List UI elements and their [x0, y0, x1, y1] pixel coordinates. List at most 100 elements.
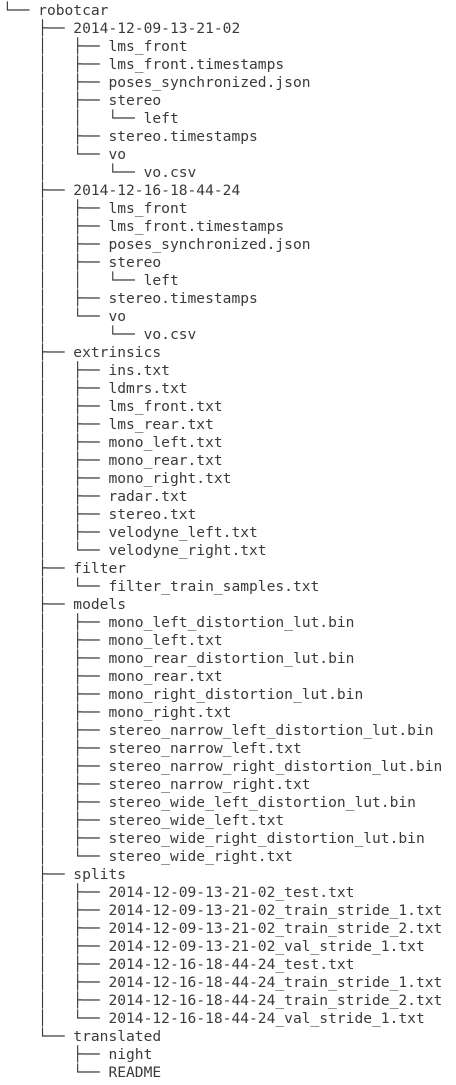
- tree-node-name: stereo_narrow_right.txt: [108, 776, 311, 793]
- tree-connector: │ ├──: [3, 506, 109, 523]
- tree-line: │ └── vo.csv: [3, 164, 456, 182]
- tree-lines: └── robotcar ├── 2014-12-09-13-21-02 │ ├…: [3, 2, 456, 1082]
- tree-node-name: left: [143, 272, 179, 289]
- tree-connector: │ ├──: [3, 650, 109, 667]
- tree-line: │ ├── stereo_narrow_right.txt: [3, 776, 456, 794]
- tree-line: │ ├── 2014-12-16-18-44-24_train_stride_2…: [3, 992, 456, 1010]
- tree-connector: │ ├──: [3, 362, 109, 379]
- tree-line: │ ├── 2014-12-09-13-21-02_test.txt: [3, 884, 456, 902]
- tree-node-name: 2014-12-16-18-44-24_train_stride_1.txt: [108, 974, 443, 991]
- tree-connector: │ ├──: [3, 38, 109, 55]
- tree-connector: │ └──: [3, 1010, 109, 1027]
- tree-connector: │ └──: [3, 308, 109, 325]
- tree-line: ├── 2014-12-16-18-44-24: [3, 182, 456, 200]
- tree-line: │ ├── lms_front: [3, 38, 456, 56]
- tree-node-name: stereo.timestamps: [108, 128, 258, 145]
- tree-line: │ ├── mono_rear.txt: [3, 452, 456, 470]
- tree-line: └── robotcar: [3, 2, 456, 20]
- tree-node-name: mono_left_distortion_lut.bin: [108, 614, 355, 631]
- tree-node-name: mono_rear.txt: [108, 452, 223, 469]
- tree-node-name: 2014-12-16-18-44-24_val_stride_1.txt: [108, 1010, 425, 1027]
- tree-line: │ └── stereo_wide_right.txt: [3, 848, 456, 866]
- tree-connector: │ └──: [3, 578, 109, 595]
- tree-connector: │ ├──: [3, 974, 109, 991]
- tree-connector: ├──: [3, 1046, 109, 1063]
- tree-connector: └──: [3, 1028, 74, 1045]
- tree-line: │ ├── stereo_narrow_left_distortion_lut.…: [3, 722, 456, 740]
- tree-connector: │ ├──: [3, 380, 109, 397]
- tree-node-name: lms_front.txt: [108, 398, 223, 415]
- tree-line: │ ├── mono_right.txt: [3, 704, 456, 722]
- tree-node-name: poses_synchronized.json: [108, 74, 311, 91]
- tree-connector: │ ├──: [3, 128, 109, 145]
- tree-node-name: stereo_wide_left.txt: [108, 812, 285, 829]
- tree-line: │ ├── lms_front.timestamps: [3, 56, 456, 74]
- tree-node-name: filter: [73, 560, 127, 577]
- tree-node-name: stereo_wide_left_distortion_lut.bin: [108, 794, 416, 811]
- tree-node-name: velodyne_left.txt: [108, 524, 258, 541]
- tree-connector: └──: [3, 2, 39, 19]
- tree-line: │ └── velodyne_right.txt: [3, 542, 456, 560]
- tree-line: └── README: [3, 1064, 456, 1082]
- tree-line: │ ├── stereo: [3, 92, 456, 110]
- tree-connector: │ ├──: [3, 524, 109, 541]
- tree-node-name: lms_front.timestamps: [108, 56, 285, 73]
- tree-node-name: radar.txt: [108, 488, 188, 505]
- tree-connector: │ └──: [3, 542, 109, 559]
- tree-connector: │ ├──: [3, 614, 109, 631]
- tree-node-name: vo: [108, 308, 127, 325]
- tree-node-name: models: [73, 596, 127, 613]
- tree-line: │ ├── mono_left_distortion_lut.bin: [3, 614, 456, 632]
- tree-node-name: night: [108, 1046, 153, 1063]
- tree-line: ├── splits: [3, 866, 456, 884]
- tree-line: │ ├── velodyne_left.txt: [3, 524, 456, 542]
- tree-connector: │ └──: [3, 146, 109, 163]
- tree-line: │ │ └── left: [3, 272, 456, 290]
- tree-line: ├── 2014-12-09-13-21-02: [3, 20, 456, 38]
- tree-node-name: stereo_wide_right.txt: [108, 848, 293, 865]
- tree-line: │ ├── stereo_wide_left.txt: [3, 812, 456, 830]
- tree-connector: ├──: [3, 560, 74, 577]
- tree-connector: │ ├──: [3, 704, 109, 721]
- tree-connector: │ └──: [3, 848, 109, 865]
- tree-line: │ └── vo: [3, 308, 456, 326]
- tree-node-name: 2014-12-16-18-44-24_train_stride_2.txt: [108, 992, 443, 1009]
- tree-line: ├── models: [3, 596, 456, 614]
- tree-connector: │ ├──: [3, 74, 109, 91]
- tree-node-name: 2014-12-09-13-21-02_train_stride_2.txt: [108, 920, 443, 937]
- tree-line: │ ├── mono_right_distortion_lut.bin: [3, 686, 456, 704]
- tree-connector: │ ├──: [3, 722, 109, 739]
- tree-connector: │ ├──: [3, 632, 109, 649]
- tree-connector: │ ├──: [3, 758, 109, 775]
- tree-connector: │ ├──: [3, 452, 109, 469]
- tree-node-name: 2014-12-16-18-44-24_test.txt: [108, 956, 355, 973]
- tree-line: │ ├── stereo.txt: [3, 506, 456, 524]
- tree-line: │ ├── stereo_wide_left_distortion_lut.bi…: [3, 794, 456, 812]
- tree-node-name: lms_front: [108, 38, 188, 55]
- tree-line: └── translated: [3, 1028, 456, 1046]
- tree-line: │ ├── poses_synchronized.json: [3, 74, 456, 92]
- tree-node-name: 2014-12-09-13-21-02_train_stride_1.txt: [108, 902, 443, 919]
- tree-node-name: vo.csv: [143, 326, 197, 343]
- tree-connector: │ │ └──: [3, 272, 144, 289]
- tree-line: ├── night: [3, 1046, 456, 1064]
- tree-line: │ ├── ldmrs.txt: [3, 380, 456, 398]
- tree-line: │ └── 2014-12-16-18-44-24_val_stride_1.t…: [3, 1010, 456, 1028]
- tree-line: │ ├── lms_front: [3, 200, 456, 218]
- tree-connector: │ ├──: [3, 956, 109, 973]
- tree-node-name: mono_left.txt: [108, 434, 223, 451]
- tree-node-name: extrinsics: [73, 344, 162, 361]
- tree-node-name: vo: [108, 146, 127, 163]
- tree-node-name: velodyne_right.txt: [108, 542, 267, 559]
- tree-node-name: 2014-12-16-18-44-24: [73, 182, 241, 199]
- tree-line: │ ├── 2014-12-09-13-21-02_val_stride_1.t…: [3, 938, 456, 956]
- tree-line: │ ├── 2014-12-16-18-44-24_test.txt: [3, 956, 456, 974]
- tree-connector: │ ├──: [3, 398, 109, 415]
- tree-node-name: filter_train_samples.txt: [108, 578, 320, 595]
- tree-connector: │ ├──: [3, 794, 109, 811]
- tree-node-name: mono_right.txt: [108, 470, 232, 487]
- tree-node-name: vo.csv: [143, 164, 197, 181]
- tree-connector: │ ├──: [3, 236, 109, 253]
- tree-line: │ ├── stereo_narrow_right_distortion_lut…: [3, 758, 456, 776]
